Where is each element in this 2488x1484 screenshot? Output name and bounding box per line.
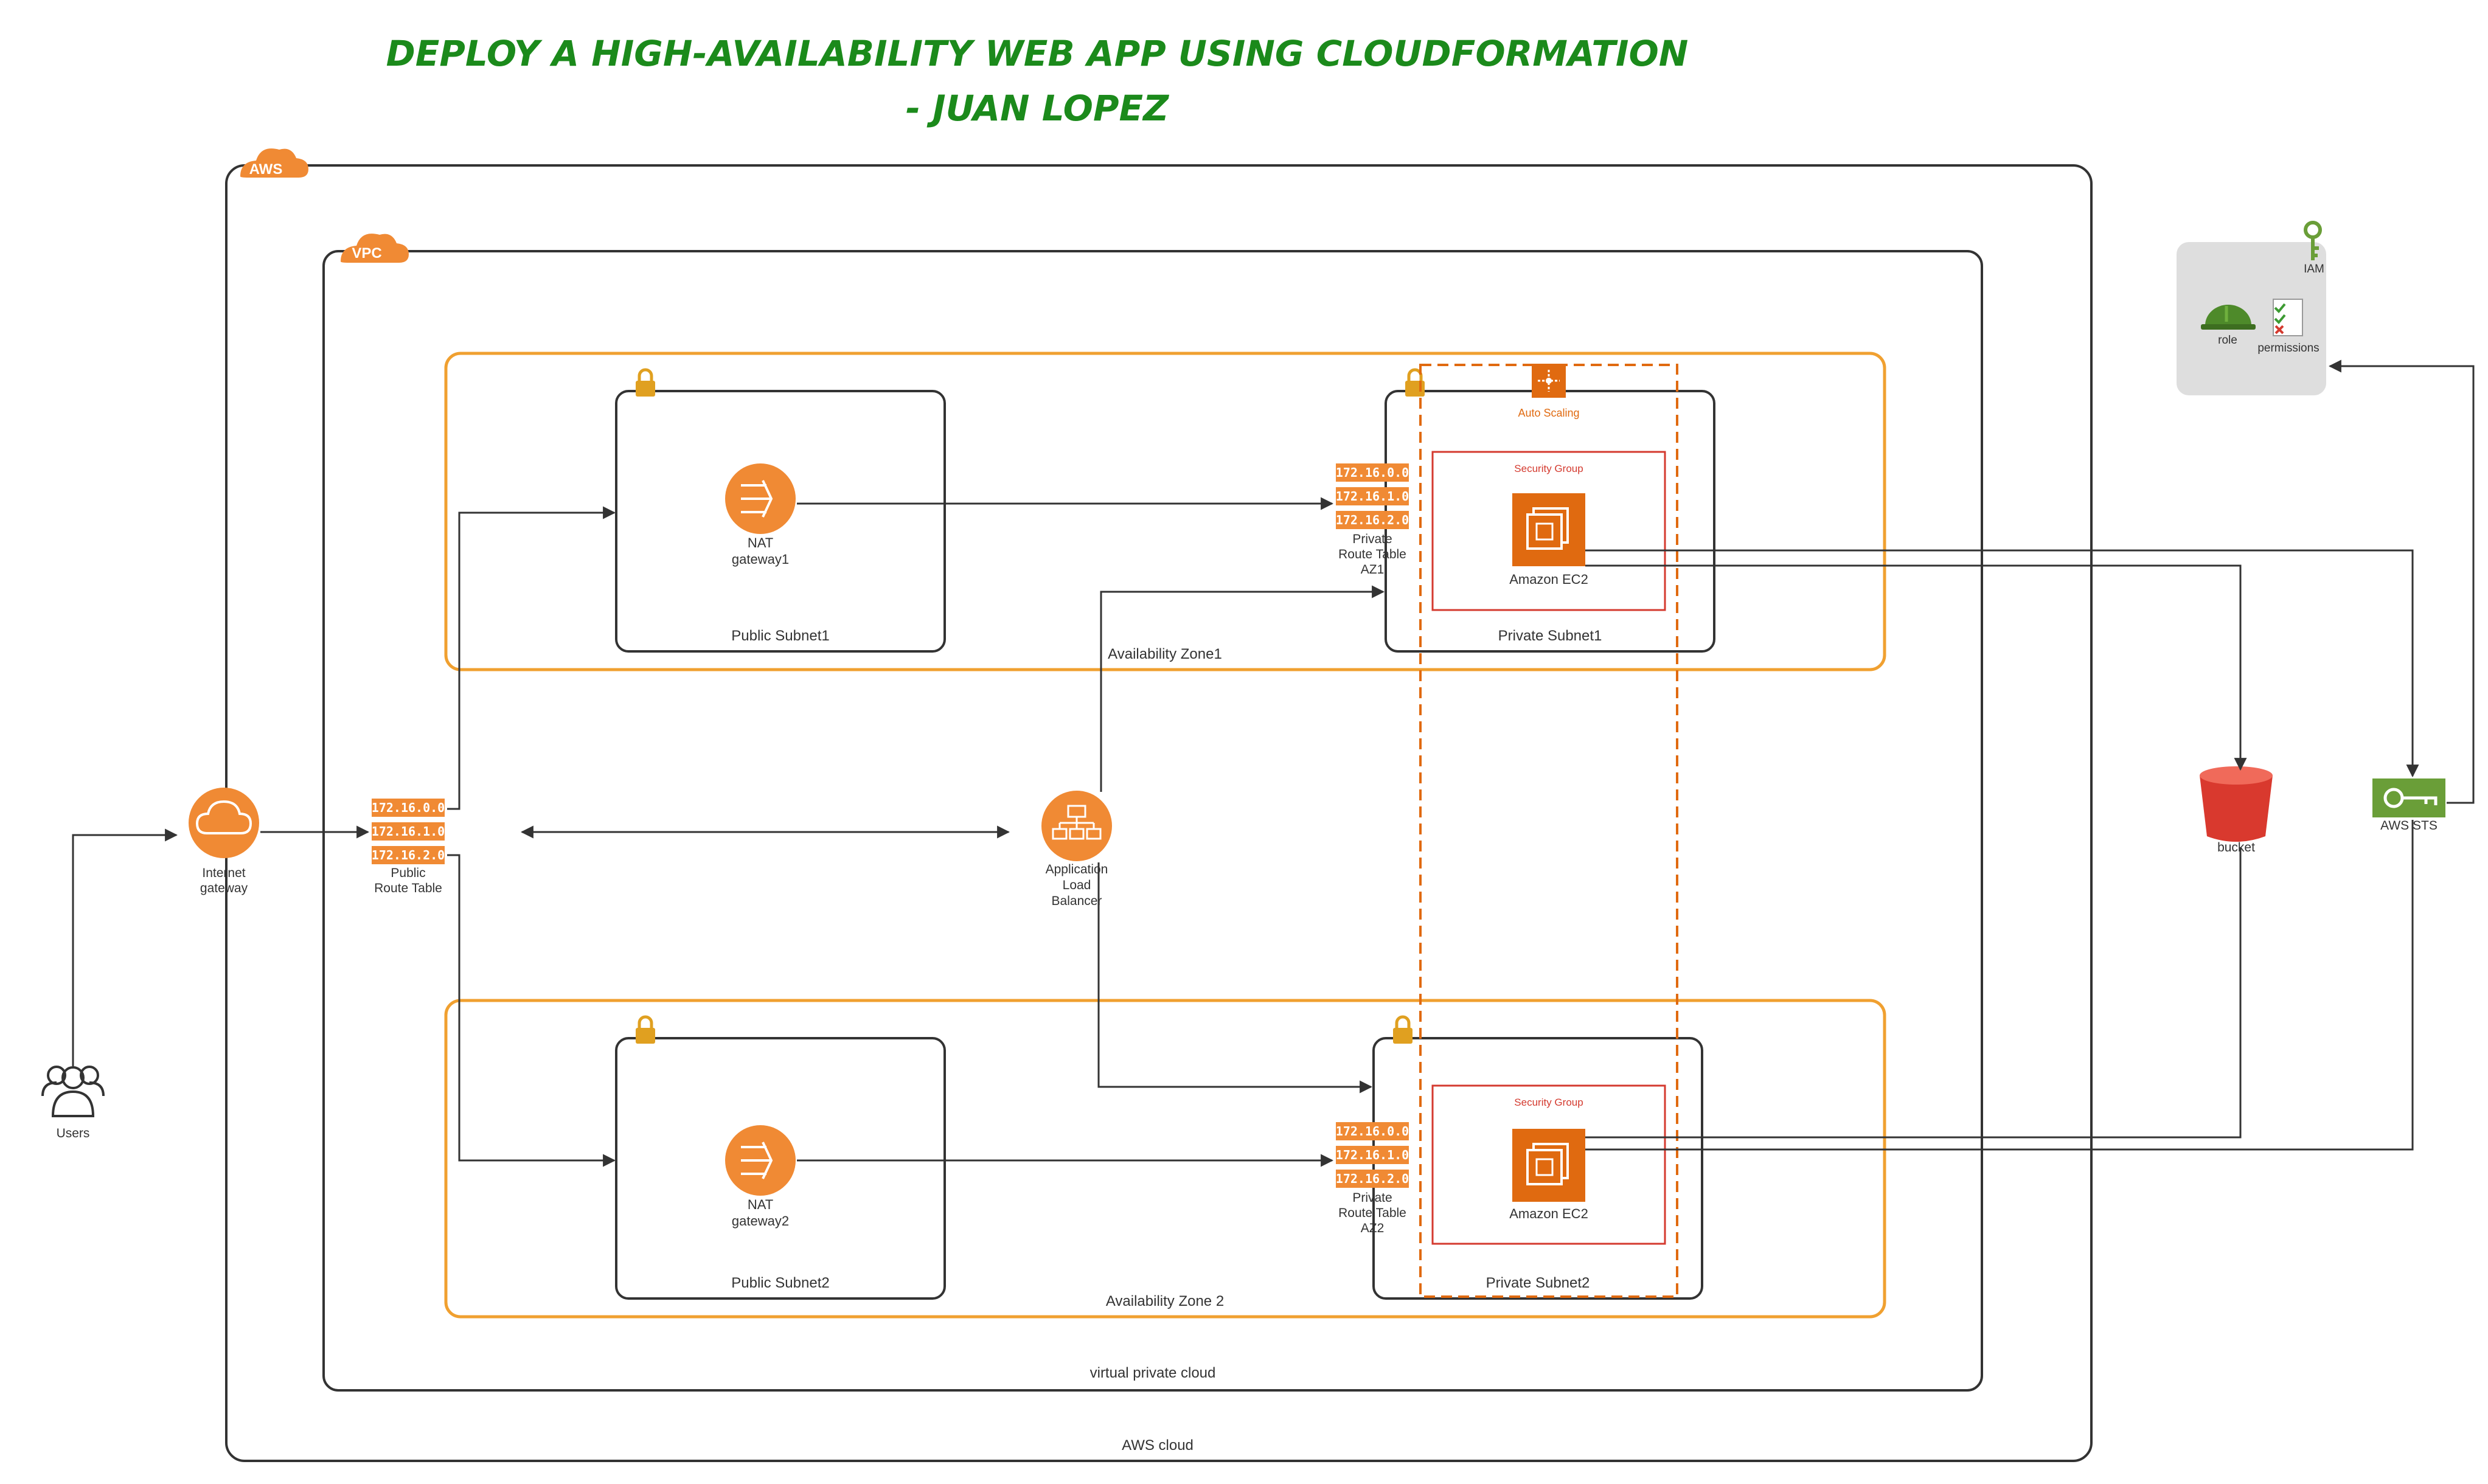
public-route-table-line1: Public	[391, 866, 425, 880]
users-label: Users	[57, 1126, 90, 1140]
vpc-group	[322, 250, 1983, 1392]
private-route-table-2-line2: Route Table	[1338, 1206, 1406, 1220]
users-icon	[41, 1066, 105, 1117]
aws-cloud-label: AWS cloud	[1122, 1437, 1194, 1454]
ec2-1-icon	[1512, 493, 1585, 566]
connectors	[72, 359, 2475, 1167]
iam-panel	[2177, 242, 2326, 395]
ec2-2-icon	[1512, 1129, 1585, 1202]
availability-zone-1	[444, 352, 1886, 671]
route-entry: 172.16.2.0	[372, 848, 445, 862]
auto-scaling-icon	[1532, 364, 1566, 398]
load-balancer-line2: Load	[1063, 878, 1091, 892]
connector-ec2-1-sts	[1585, 549, 2419, 778]
connector-users-igw	[72, 828, 178, 1066]
private-subnet-1-label: Private Subnet1	[1498, 628, 1602, 644]
permissions-label: permissions	[2257, 342, 2319, 355]
security-group-2-label: Security Group	[1514, 1097, 1583, 1108]
ec2-1-label: Amazon EC2	[1509, 572, 1588, 587]
lock-icon	[636, 1015, 655, 1044]
private-subnet-2-label: Private Subnet2	[1486, 1275, 1590, 1291]
private-route-table-2-line3: AZ2	[1361, 1221, 1385, 1235]
auto-scaling-label: Auto Scaling	[1518, 407, 1579, 419]
internet-gateway-icon	[189, 788, 259, 858]
connector-alb-private-subnet2	[1097, 862, 1373, 1094]
permissions-checklist-icon	[2273, 299, 2303, 336]
route-entry: 172.16.2.0	[1336, 1171, 1409, 1186]
route-entry: 172.16.1.0	[1336, 1148, 1409, 1162]
internet-gateway-line1: Internet	[202, 866, 245, 880]
public-subnet-1-label: Public Subnet1	[731, 628, 829, 644]
route-entry: 172.16.1.0	[1336, 489, 1409, 504]
nat-gateway-1-icon	[725, 463, 796, 534]
load-balancer-line3: Balancer	[1052, 894, 1102, 908]
sts-key-icon	[2372, 778, 2445, 817]
private-route-table-1-line2: Route Table	[1338, 547, 1406, 561]
aws-badge-text: AWS	[249, 161, 283, 178]
nat-gateway-2-icon	[725, 1125, 796, 1196]
availability-zone-1-label: Availability Zone1	[1108, 646, 1222, 662]
connector-ec2-1-bucket	[1585, 564, 2247, 771]
diagram-title-line1: DEPLOY A HIGH-AVAILABILITY WEB APP USING…	[386, 33, 1689, 74]
security-group-2	[1431, 1084, 1666, 1245]
security-group-1	[1431, 451, 1666, 611]
nat-gateway-1-line2: gateway1	[732, 552, 789, 567]
connector-ec2-2-bucket	[1585, 847, 2242, 1139]
load-balancer-icon	[1041, 791, 1112, 861]
s3-bucket-label: bucket	[2217, 841, 2255, 855]
nat-gateway-1-line1: NAT	[748, 535, 773, 550]
iam-key-icon	[2304, 221, 2322, 260]
vpc-badge-text: VPC	[352, 245, 381, 262]
connector-alb-private-subnet1	[1100, 585, 1385, 792]
diagram-title-line2: - JUAN LOPEZ	[906, 88, 1169, 129]
security-group-1-label: Security Group	[1514, 463, 1583, 474]
nat-gateway-2-line1: NAT	[748, 1197, 773, 1212]
role-helmet-icon	[2201, 305, 2256, 330]
lock-icon	[1393, 1015, 1413, 1044]
aws-cloud-badge: AWS	[240, 148, 308, 178]
ec2-2-label: Amazon EC2	[1509, 1206, 1588, 1221]
aws-cloud-group	[225, 164, 2093, 1462]
private-subnet-2	[1372, 1037, 1703, 1300]
lock-icon	[636, 368, 655, 397]
private-route-table-1-line1: Private	[1352, 532, 1392, 546]
vpc-label: virtual private cloud	[1090, 1365, 1216, 1381]
availability-zone-2-label: Availability Zone 2	[1106, 1293, 1224, 1309]
private-route-table-2: 172.16.0.0 172.16.1.0 172.16.2.0	[1336, 1122, 1409, 1188]
availability-zone-2	[444, 999, 1886, 1319]
public-subnet-2	[615, 1037, 946, 1300]
route-entry: 172.16.1.0	[372, 824, 445, 839]
s3-bucket-icon	[2200, 766, 2273, 842]
nat-gateway-2-line2: gateway2	[732, 1213, 789, 1229]
private-route-table-1-line3: AZ1	[1361, 563, 1385, 577]
connector-ec2-2-sts	[1585, 820, 2414, 1151]
public-subnet-2-label: Public Subnet2	[731, 1275, 829, 1291]
internet-gateway-line2: gateway	[200, 881, 248, 895]
private-route-table-1: 172.16.0.0 172.16.1.0 172.16.2.0	[1336, 463, 1409, 529]
public-route-table: 172.16.0.0 172.16.1.0 172.16.2.0	[372, 799, 445, 864]
connector-sts-iam	[2328, 359, 2475, 804]
vpc-badge: VPC	[341, 234, 409, 263]
lock-icon	[1405, 368, 1425, 397]
connector-rt-public-subnet1	[447, 506, 616, 810]
public-route-table-line2: Route Table	[374, 881, 442, 895]
route-entry: 172.16.0.0	[1336, 1124, 1409, 1139]
route-entry: 172.16.0.0	[1336, 465, 1409, 480]
sts-label: AWS STS	[2380, 819, 2438, 833]
connector-rt-public-subnet2	[447, 854, 616, 1167]
route-entry: 172.16.2.0	[1336, 513, 1409, 527]
load-balancer-line1: Application	[1046, 862, 1108, 876]
public-subnet-1	[615, 390, 946, 653]
private-route-table-2-line1: Private	[1352, 1191, 1392, 1205]
role-label: role	[2218, 334, 2237, 347]
route-entry: 172.16.0.0	[372, 800, 445, 815]
iam-label: IAM	[2304, 263, 2324, 276]
